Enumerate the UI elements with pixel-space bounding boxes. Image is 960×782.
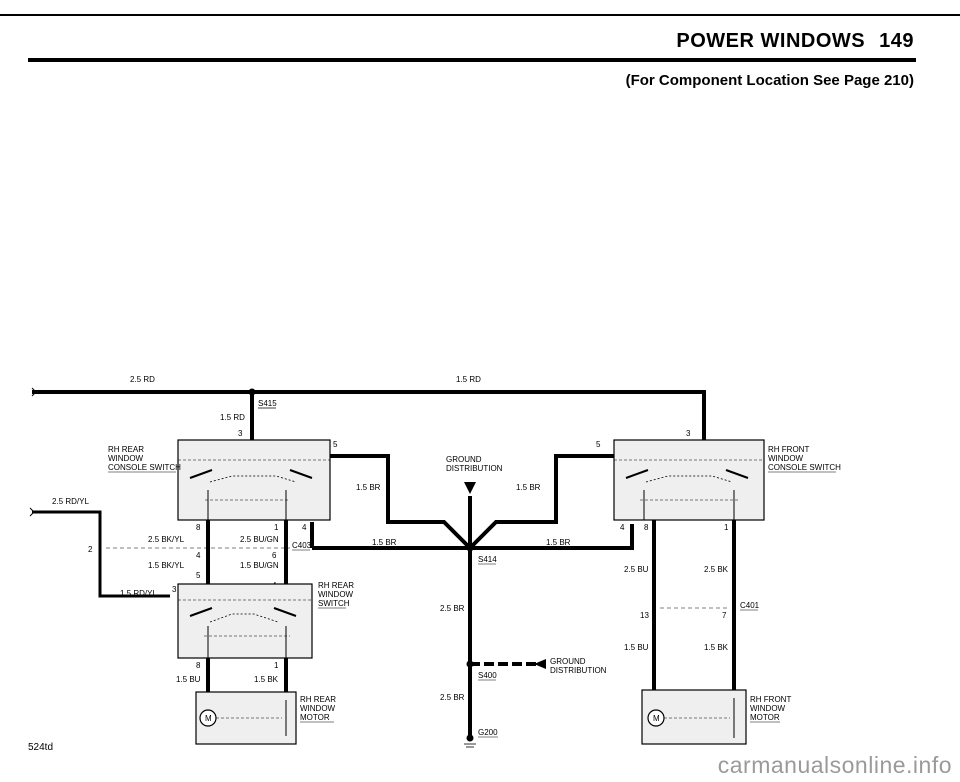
- rear-motor-label-1: RH REAR: [300, 695, 336, 704]
- watermark: carmanualsonline.info: [717, 752, 952, 778]
- wire-label-bu-gn-upper: 2.5 BU/GN: [240, 535, 279, 544]
- splice-s400-label: S400: [478, 671, 497, 680]
- front-motor-label-3: MOTOR: [750, 713, 780, 722]
- rear-motor-label-3: MOTOR: [300, 713, 330, 722]
- rear-console-label-1: RH REAR: [108, 445, 144, 454]
- pin-front-console-b8: 8: [644, 523, 649, 532]
- rear-motor-label-2: WINDOW: [300, 704, 336, 713]
- connector-c403-label: C403: [292, 541, 312, 550]
- pin-c403-left: 2: [88, 545, 93, 554]
- wire-label-front-bu-upper: 2.5 BU: [624, 565, 649, 574]
- wire-label-br-trunk-lower: 2.5 BR: [440, 693, 465, 702]
- splice-s415-label: S415: [258, 399, 277, 408]
- wire-label-feed-left: 2.5 RD: [130, 375, 155, 384]
- rear-switch-label-2: WINDOW: [318, 590, 354, 599]
- top-rule: [0, 14, 960, 16]
- ground-g200-label: G200: [478, 728, 498, 737]
- wire-label-left-feed: 2.5 RD/YL: [52, 497, 89, 506]
- pin-rear-console-right: 5: [333, 440, 338, 449]
- wire-label-br-right-h: 1.5 BR: [546, 538, 571, 547]
- front-console-label-2: WINDOW: [768, 454, 804, 463]
- pin-front-console-left: 5: [596, 440, 601, 449]
- wire-label-rear-motor-bu: 1.5 BU: [176, 675, 201, 684]
- wire-label-rear-motor-bk: 1.5 BK: [254, 675, 279, 684]
- pin-rear-switch-b8: 8: [196, 661, 201, 670]
- rh-front-window-motor: [641, 689, 747, 745]
- wire-label-splice-feed: 1.5 RD: [220, 413, 245, 422]
- front-side-wiring: [652, 520, 736, 690]
- front-motor-m: M: [653, 714, 660, 723]
- header-rule: [28, 58, 916, 62]
- pin-rear-switch-in: 3: [172, 585, 177, 594]
- wire-label-br-left-vert: 1.5 BR: [356, 483, 381, 492]
- wire-label-bk-yl-lower: 1.5 BK/YL: [148, 561, 185, 570]
- pin-c403-c: 5: [196, 571, 201, 580]
- wire-label-bu-gn-lower: 1.5 BU/GN: [240, 561, 279, 570]
- connector-c401-label: C401: [740, 601, 760, 610]
- pin-c403-a: 4: [196, 551, 201, 560]
- rear-motor-m: M: [205, 714, 212, 723]
- pin-rear-console-b1: 1: [274, 523, 279, 532]
- ground-wiring: [312, 454, 634, 748]
- wire-label-front-bk-upper: 2.5 BK: [704, 565, 729, 574]
- pin-rear-switch-b1: 1: [274, 661, 279, 670]
- front-console-label-3: CONSOLE SWITCH: [768, 463, 841, 472]
- front-motor-label-2: WINDOW: [750, 704, 786, 713]
- pin-c401-left: 13: [640, 611, 649, 620]
- pin-front-console-b4: 4: [620, 523, 625, 532]
- wire-label-br-trunk-upper: 2.5 BR: [440, 604, 465, 613]
- pin-c403-b: 6: [272, 551, 277, 560]
- pin-rear-console-b8: 8: [196, 523, 201, 532]
- wire-label-left-feed-2: 1.5 RD/YL: [120, 589, 157, 598]
- rh-front-console-switch: [613, 439, 765, 521]
- pin-c401-right: 7: [722, 611, 727, 620]
- pin-rear-console-in: 3: [238, 429, 243, 438]
- rear-switch-label-1: RH REAR: [318, 581, 354, 590]
- pin-front-console-b1: 1: [724, 523, 729, 532]
- page-title-text: POWER WINDOWS: [676, 30, 866, 52]
- rh-rear-console-switch: [177, 439, 331, 521]
- power-feed-bus: [31, 387, 706, 440]
- rear-switch-label-3: SWITCH: [318, 599, 350, 608]
- component-location-note: (For Component Location See Page 210): [625, 72, 914, 89]
- splice-s414-label: S414: [478, 555, 497, 564]
- wire-label-front-bu-lower: 1.5 BU: [624, 643, 649, 652]
- wire-label-feed-right: 1.5 RD: [456, 375, 481, 384]
- rear-console-label-3: CONSOLE SWITCH: [108, 463, 181, 472]
- ground-dist-bottom-2: DISTRIBUTION: [550, 666, 607, 675]
- front-motor-label-1: RH FRONT: [750, 695, 791, 704]
- figure-code: 524td: [28, 742, 54, 753]
- page-header: POWER WINDOWS 149 (For Component Location…: [0, 0, 960, 120]
- pin-front-console-in: 3: [686, 429, 691, 438]
- wire-label-front-bk-lower: 1.5 BK: [704, 643, 729, 652]
- rear-console-label-2: WINDOW: [108, 454, 144, 463]
- page-number: 149: [879, 30, 914, 52]
- wire-label-bk-yl-upper: 2.5 BK/YL: [148, 535, 185, 544]
- ground-dist-bottom-1: GROUND: [550, 657, 586, 666]
- left-feed-wiring: [29, 507, 314, 598]
- page-title: POWER WINDOWS 149: [676, 30, 914, 53]
- rh-rear-window-switch: [177, 583, 313, 659]
- front-console-label-1: RH FRONT: [768, 445, 809, 454]
- rh-rear-window-motor: [195, 691, 297, 745]
- wire-label-br-left-h: 1.5 BR: [372, 538, 397, 547]
- wire-label-br-right-vert: 1.5 BR: [516, 483, 541, 492]
- pin-rear-console-b4: 4: [302, 523, 307, 532]
- ground-dist-top-2: DISTRIBUTION: [446, 464, 503, 473]
- rear-motor-feed: [206, 658, 288, 692]
- ground-dist-top-1: GROUND: [446, 455, 482, 464]
